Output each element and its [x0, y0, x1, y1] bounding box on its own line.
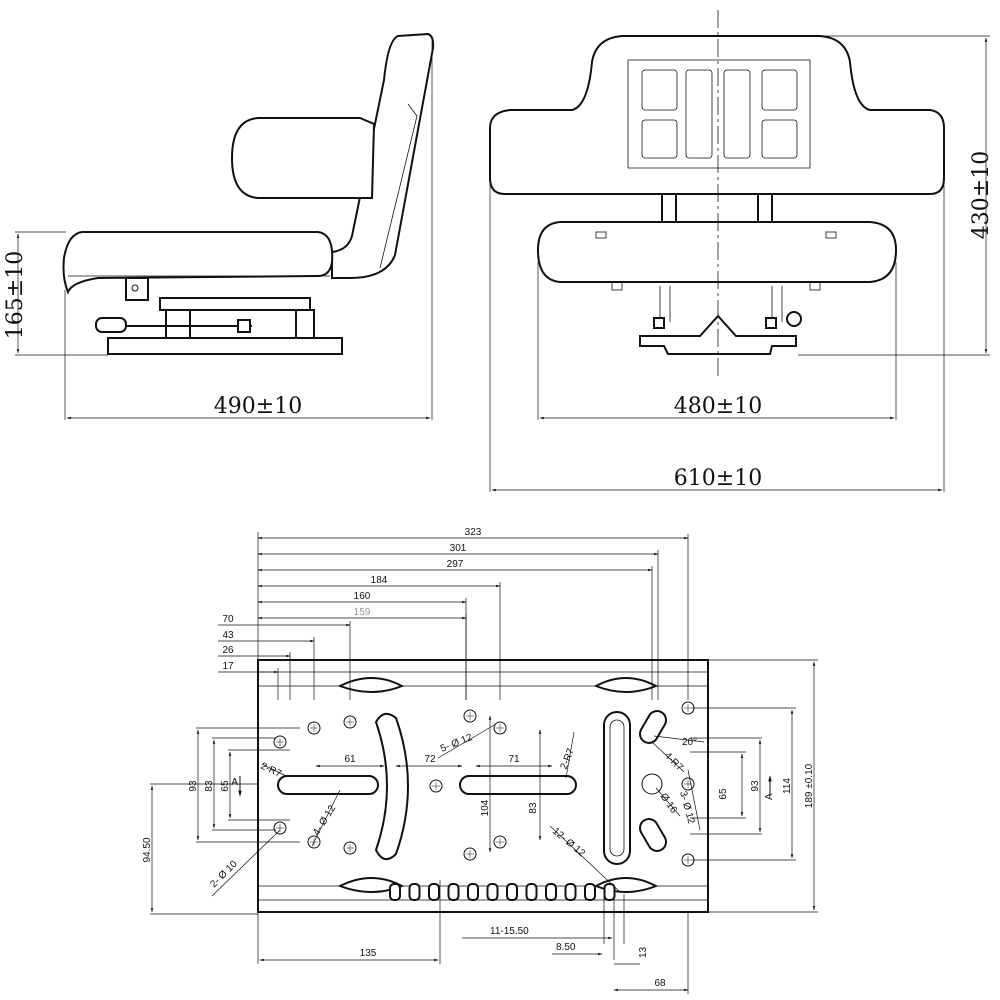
dim-83-center: 83 [528, 802, 539, 814]
dim-68: 68 [654, 978, 666, 989]
plate-top-notch-left [337, 677, 405, 693]
front-seat-cushion [536, 221, 898, 283]
side-adjust-lever-knob [95, 317, 127, 333]
dim-71: 71 [508, 754, 520, 765]
side-height-label: 165±10 [3, 251, 28, 339]
dim-61: 61 [344, 754, 356, 765]
top-dim-label: 184 [371, 575, 388, 586]
dim-8-50: 8.50 [556, 942, 576, 953]
front-backrest [489, 35, 945, 195]
dim-93-right: 93 [750, 780, 761, 792]
front-height-label: 430±10 [969, 151, 994, 239]
label-angle-20: 20° [682, 737, 697, 748]
top-dim-label: 17 [222, 661, 234, 672]
dim-65-left: 65 [220, 780, 231, 792]
plate-angled-slot-bottom [639, 818, 667, 852]
plate-small-slot [584, 883, 596, 901]
side-depth-label: 490±10 [214, 394, 302, 419]
section-marker-right: A [764, 793, 775, 800]
plate-holes [273, 701, 695, 867]
dim-114: 114 [782, 778, 793, 794]
dim-94-50: 94.50 [142, 837, 153, 862]
side-suspension-top [159, 297, 311, 311]
side-lever-clamp [237, 319, 251, 333]
plate-small-slot [603, 883, 616, 901]
top-dim-label: 26 [222, 645, 234, 656]
side-suspension-post [165, 309, 191, 339]
plate-small-slot [389, 883, 401, 901]
dim-135: 135 [360, 948, 377, 959]
top-dim-label: 301 [450, 543, 467, 554]
plate-curved-slot [374, 712, 409, 861]
plate-small-slot [506, 883, 518, 901]
front-adjust-knob [786, 311, 802, 327]
side-view: 165±10 490±10 [3, 32, 435, 420]
front-backrest-ribs [627, 59, 811, 169]
plate-small-slot [467, 883, 479, 901]
cushion-width-label: 480±10 [674, 394, 762, 419]
plate-small-slot [545, 883, 557, 901]
top-dim-label: 160 [354, 591, 371, 602]
plate-small-slot [525, 883, 538, 901]
plate-top-notch-right [593, 677, 659, 693]
dim-11-15-50: 11-15.50 [490, 926, 529, 937]
dim-189: 189 ±0.10 [804, 763, 815, 808]
plate-small-slot [428, 883, 440, 901]
plate-bottom-notch-left [337, 877, 405, 893]
dim-83-left: 83 [204, 780, 215, 792]
side-backrest [331, 32, 435, 279]
side-suspension-post-rear [295, 309, 315, 339]
top-dim-label: 159 [354, 607, 371, 618]
dim-13: 13 [638, 946, 649, 958]
top-dim-label: 297 [447, 559, 464, 570]
plate-small-slot [447, 883, 460, 901]
label-2-holes-d10: 2- Ø 10 [208, 858, 240, 890]
side-backrest-edge [379, 103, 418, 269]
side-seat-cushion [62, 231, 334, 295]
plate-angled-slot-top [639, 710, 667, 744]
top-dim-label: 323 [465, 527, 482, 538]
plate-small-slot [408, 883, 421, 901]
dim-65-right: 65 [718, 788, 729, 800]
section-marker-left: A [231, 777, 238, 788]
plate-small-slot [486, 883, 499, 901]
plate-slot-center [459, 775, 577, 795]
plate-slot-vertical [603, 711, 631, 865]
dim-72: 72 [424, 754, 436, 765]
side-armrest [230, 117, 376, 199]
top-dim-label: 43 [222, 630, 234, 641]
dim-93-left: 93 [188, 780, 199, 792]
side-base-plate [107, 337, 343, 355]
plate-small-slot-row [389, 883, 616, 901]
dim-104: 104 [480, 799, 491, 816]
plate-slot-left [277, 775, 379, 795]
plate-small-slot [564, 883, 577, 901]
top-dim-label: 70 [222, 614, 234, 625]
front-view: 430±10 480±10 610±10 [489, 10, 994, 492]
back-width-label: 610±10 [674, 466, 762, 491]
